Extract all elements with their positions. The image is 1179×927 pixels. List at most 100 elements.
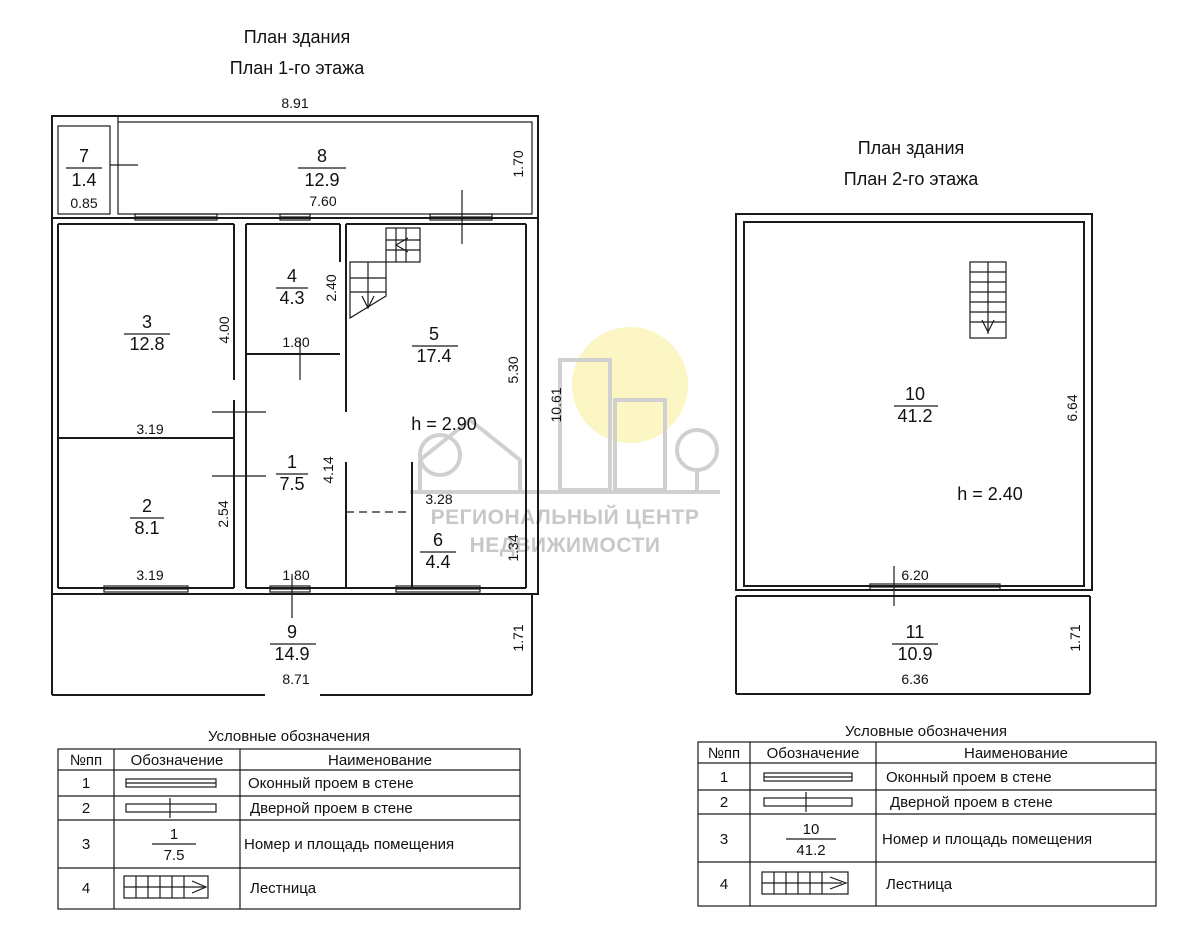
floor-2-subtitle: План 2-го этажа [844,169,979,189]
dim-r5-height: 5.30 [505,356,521,383]
windows-floor-1 [103,213,493,593]
legend-right-row-4-num: 4 [720,876,728,893]
legend-left-row-3-num: 3 [82,836,90,853]
legend-right-sample-num: 10 [803,821,820,838]
stairs-floor-2-icon [969,261,1007,339]
legend-left-sample-num: 1 [170,826,178,843]
watermark-line-1: РЕГИОНАЛЬНЫЙ ЦЕНТР [431,505,700,529]
legend-right-title: Условные обозначения [845,723,1007,740]
legend-left-row-1-num: 1 [82,775,90,792]
doors-floor-1 [212,190,463,618]
room-8-outline [117,121,533,215]
floor-1-ceiling-height: h = 2.90 [411,414,477,434]
floor-2-ceiling-height: h = 2.40 [957,484,1023,504]
watermark-line-2: НЕДВИЖИМОСТИ [470,534,661,557]
room-2-number: 2 [142,496,152,516]
dim-r3-height: 4.00 [216,316,232,343]
watermark-city-icon [410,358,720,494]
dim-r6-width: 3.28 [425,491,452,507]
overall-width-dim: 8.91 [281,95,308,111]
watermark-sun-icon [572,327,688,443]
door-symbol-icon-2 [763,797,853,807]
dim-r8-width: 7.60 [309,193,336,209]
dimensions-floor-1: 0.85 7.60 1.70 4.00 3.19 2.40 1.80 5.30 … [70,150,564,687]
legend-right-row-1-num: 1 [720,769,728,786]
dim-r11-height: 1.71 [1067,624,1083,651]
dim-r10-width: 6.20 [901,567,928,583]
floor-1-title: План здания [244,27,351,47]
stairs-symbol-icon-2 [761,871,849,895]
legend-left-header-name: Наименование [328,752,432,769]
legend-left-row-2-num: 2 [82,800,90,817]
room-7-outline [57,125,111,215]
dim-overall-height: 10.61 [548,387,564,422]
legend-left-row-4-num: 4 [82,880,90,897]
room-4-area: 4.3 [279,288,304,308]
legend-right-row-2-num: 2 [720,794,728,811]
dim-r1-width: 1.80 [282,567,309,583]
room-8-number: 8 [317,146,327,166]
stairs-floor-1-icon [349,227,421,320]
dim-r4-width: 1.80 [282,334,309,350]
room-1-area: 7.5 [279,474,304,494]
dim-r11-width: 6.36 [901,671,928,687]
legend-right-row-1-name: Оконный проем в стене [886,769,1052,786]
stairs-symbol-icon [123,875,209,899]
room-5-number: 5 [429,324,439,344]
dim-r6-height: 1.34 [505,534,521,561]
dim-r8-height: 1.70 [510,150,526,177]
floor-1-subtitle: План 1-го этажа [230,58,365,78]
room-3-area: 12.8 [129,334,164,354]
room-9-area: 14.9 [274,644,309,664]
legend-right-row-3-name: Номер и площадь помещения [882,831,1092,848]
room-11-area: 10.9 [897,644,932,664]
floor-2-title: План здания [858,138,965,158]
dim-r4-height: 2.40 [323,274,339,301]
dim-r7-width: 0.85 [70,195,97,211]
room-10-area: 41.2 [897,406,932,426]
room-2-area: 8.1 [134,518,159,538]
legend-left-title: Условные обозначения [208,728,370,745]
room-11-number: 11 [906,622,925,642]
room-4-number: 4 [287,266,297,286]
legend-left-row-2-name: Дверной проем в стене [250,800,413,817]
legend-right-header-name: Наименование [964,745,1068,762]
legend-right-row-4-name: Лестница [886,876,953,893]
dim-r9-width: 8.71 [282,671,309,687]
room-10-inner-wall [743,221,1085,587]
legend-right-row-3-num: 3 [720,831,728,848]
room-labels-floor-1: 7 1.4 8 12.9 3 12.8 4 4.3 5 17.4 1 7.5 2… [66,146,477,664]
legend-left: Условные обозначения №пп Обозначение Наи… [57,728,521,910]
legend-right-row-2-name: Дверной проем в стене [890,794,1053,811]
legend-left-header-symbol: Обозначение [131,752,224,769]
room-6-number: 6 [433,530,443,550]
room-3-number: 3 [142,312,152,332]
dim-r9-height: 1.71 [510,624,526,651]
legend-left-sample-area: 7.5 [164,847,185,864]
floor-2-plan: План здания План 2-го этажа 10 41.2 h = … [735,138,1093,695]
room-7-number: 7 [79,146,89,166]
legend-right: Условные обозначения №пп Обозначение Наи… [697,723,1157,907]
legend-left-row-1-name: Оконный проем в стене [248,775,414,792]
room-10-number: 10 [905,384,925,404]
dim-r10-height: 6.64 [1064,394,1080,421]
legend-right-sample-area: 41.2 [796,842,825,859]
legend-left-row-3-name: Номер и площадь помещения [244,836,454,853]
watermark: РЕГИОНАЛЬНЫЙ ЦЕНТР НЕДВИЖИМОСТИ [410,327,720,557]
door-symbol-icon [125,803,217,813]
room-8-area: 12.9 [304,170,339,190]
room-7-area: 1.4 [71,170,96,190]
legend-left-header-num: №пп [70,752,102,769]
room-1-number: 1 [287,452,297,472]
room-5-area: 17.4 [416,346,451,366]
dim-r3-width: 3.19 [136,421,163,437]
floor-1-plan: План здания План 1-го этажа 8.91 [51,27,564,696]
dim-r2-height: 2.54 [215,500,231,527]
legend-right-header-num: №пп [708,745,740,762]
room-6-area: 4.4 [425,552,450,572]
legend-left-row-4-name: Лестница [250,880,317,897]
dim-r1-height: 4.14 [320,456,336,483]
room-9-number: 9 [287,622,297,642]
dim-r2-width: 3.19 [136,567,163,583]
